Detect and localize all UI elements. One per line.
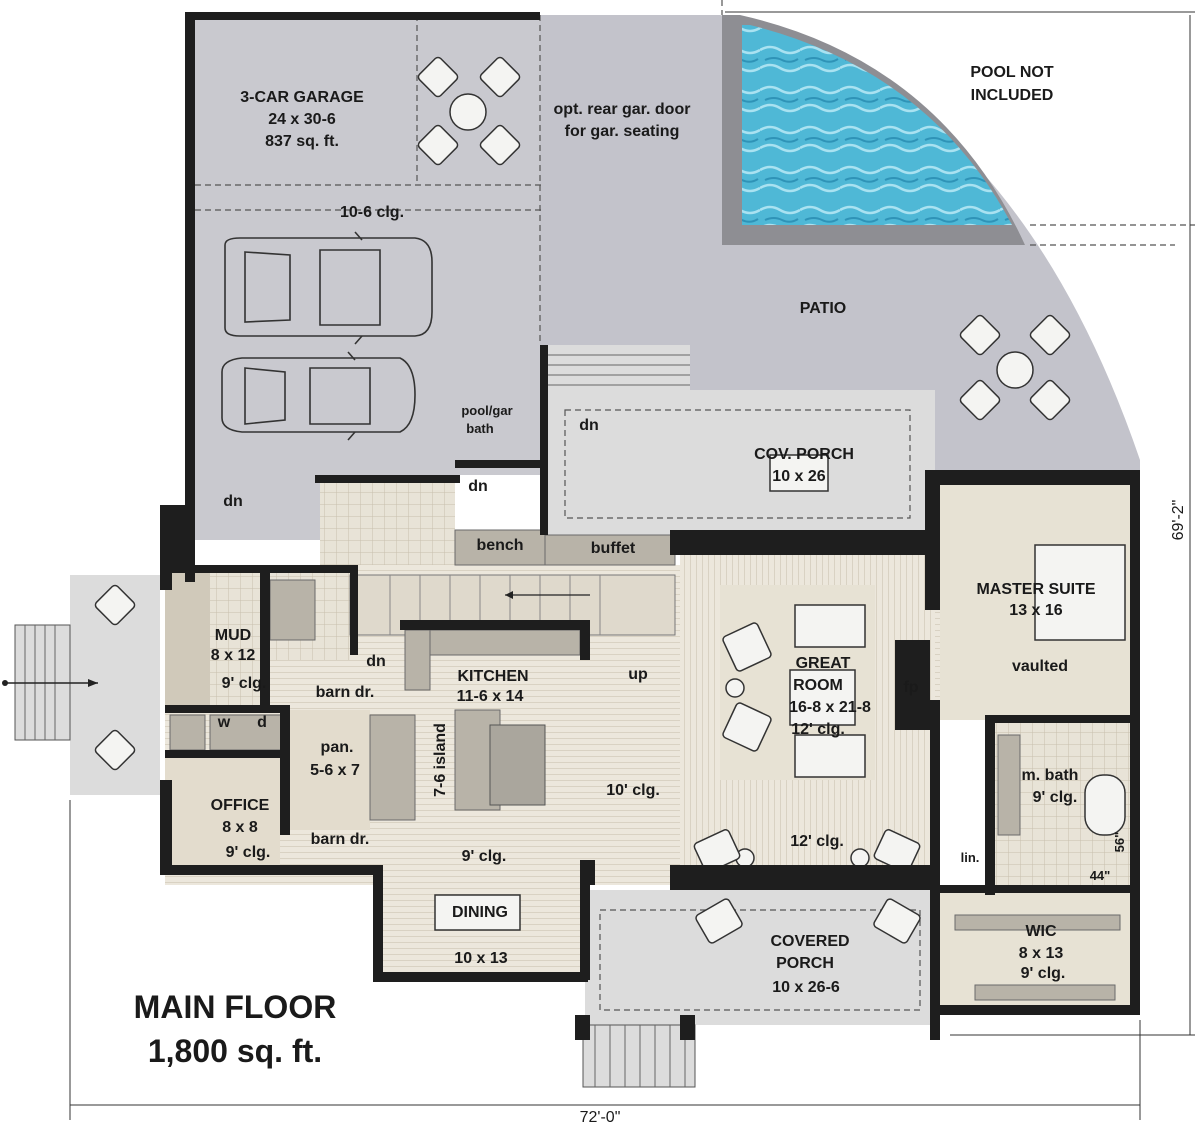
covered-porch-name-2: PORCH bbox=[776, 955, 834, 972]
car-1 bbox=[224, 231, 433, 345]
barn-door-1: barn dr. bbox=[316, 684, 375, 701]
up-stair: up bbox=[628, 666, 648, 683]
depth-dimension: 69'-2" bbox=[1170, 500, 1187, 541]
island-label: 7-6 island bbox=[432, 723, 449, 797]
kitchen-name: KITCHEN bbox=[457, 668, 528, 685]
pool-water bbox=[742, 25, 1012, 225]
office-size: 8 x 8 bbox=[222, 819, 258, 836]
pool-note-2: INCLUDED bbox=[971, 87, 1054, 104]
patio-seating bbox=[959, 314, 1071, 421]
master-bath-name: m. bath bbox=[1022, 767, 1079, 784]
master-suite-note: vaulted bbox=[1012, 658, 1068, 675]
pool-bath-1: pool/gar bbox=[461, 403, 512, 418]
office-name: OFFICE bbox=[211, 797, 270, 814]
dn-garage: dn bbox=[223, 493, 243, 510]
great-room-ceiling-2: 12' clg. bbox=[790, 833, 844, 850]
great-room-size: 16-8 x 21-8 bbox=[789, 699, 871, 716]
dn-stair: dn bbox=[366, 653, 386, 670]
pantry-size: 5-6 x 7 bbox=[310, 762, 360, 779]
rear-door-note-1: opt. rear gar. door bbox=[554, 101, 691, 118]
walls bbox=[160, 12, 1140, 1040]
covered-porch-name: COVERED bbox=[770, 933, 849, 950]
garage-seating bbox=[417, 56, 521, 166]
rear-door-note-2: for gar. seating bbox=[565, 123, 680, 140]
wic-name: WIC bbox=[1025, 923, 1057, 940]
cov-porch-floor bbox=[545, 390, 935, 535]
washer-label: w bbox=[217, 714, 231, 731]
great-room-name: GREAT bbox=[796, 655, 851, 672]
dining-size: 10 x 13 bbox=[454, 950, 507, 967]
garage-size: 24 x 30-6 bbox=[268, 111, 336, 128]
plan-title: MAIN FLOOR bbox=[134, 989, 337, 1025]
dn-bath: dn bbox=[468, 478, 488, 495]
wic-ceiling: 9' clg. bbox=[1021, 965, 1066, 982]
mud-size: 8 x 12 bbox=[211, 647, 256, 664]
garage-floor bbox=[195, 15, 540, 475]
master-suite-size: 13 x 16 bbox=[1009, 602, 1062, 619]
dim-44: 44" bbox=[1090, 868, 1111, 883]
patio-label: PATIO bbox=[800, 300, 847, 317]
pool-note-1: POOL NOT bbox=[970, 64, 1053, 81]
covered-porch-size: 10 x 26-6 bbox=[772, 979, 840, 996]
cov-porch-size: 10 x 26 bbox=[772, 468, 825, 485]
great-room-ceiling: 12' clg. bbox=[791, 721, 845, 738]
master-suite-name: MASTER SUITE bbox=[976, 581, 1095, 598]
garage-ceiling: 10-6 clg. bbox=[340, 204, 404, 221]
dimension-lines bbox=[69, 11, 1195, 1120]
linen-label: lin. bbox=[961, 850, 980, 865]
mud-ceiling: 9' clg. bbox=[222, 675, 267, 692]
great-room-name-2: ROOM bbox=[793, 677, 843, 694]
hall-ceiling: 10' clg. bbox=[606, 782, 660, 799]
office-ceiling: 9' clg. bbox=[226, 844, 271, 861]
dim-56: 56" bbox=[1112, 832, 1127, 853]
garage-name: 3-CAR GARAGE bbox=[240, 89, 364, 106]
kitchen-size: 11-6 x 14 bbox=[457, 688, 524, 705]
plan-area: 1,800 sq. ft. bbox=[148, 1033, 322, 1069]
barn-door-2: barn dr. bbox=[311, 831, 370, 848]
car-2 bbox=[221, 351, 416, 441]
buffet-label: buffet bbox=[591, 540, 636, 557]
cov-porch-name: COV. PORCH bbox=[754, 446, 854, 463]
dining-name: DINING bbox=[452, 904, 508, 921]
wic-size: 8 x 13 bbox=[1019, 945, 1064, 962]
mud-name: MUD bbox=[215, 627, 251, 644]
master-bath-ceiling: 9' clg. bbox=[1033, 789, 1078, 806]
pool-bath-2: bath bbox=[466, 421, 494, 436]
kitchen-ceiling: 9' clg. bbox=[462, 848, 507, 865]
garage-area: 837 sq. ft. bbox=[265, 133, 339, 150]
dn-porch: dn bbox=[579, 417, 599, 434]
bench-label: bench bbox=[476, 537, 523, 554]
dryer-label: d bbox=[257, 714, 267, 731]
front-covered-porch bbox=[585, 890, 935, 1025]
pantry-name: pan. bbox=[321, 739, 354, 756]
fireplace-label: fp bbox=[903, 679, 918, 696]
width-dimension: 72'-0" bbox=[580, 1109, 621, 1126]
